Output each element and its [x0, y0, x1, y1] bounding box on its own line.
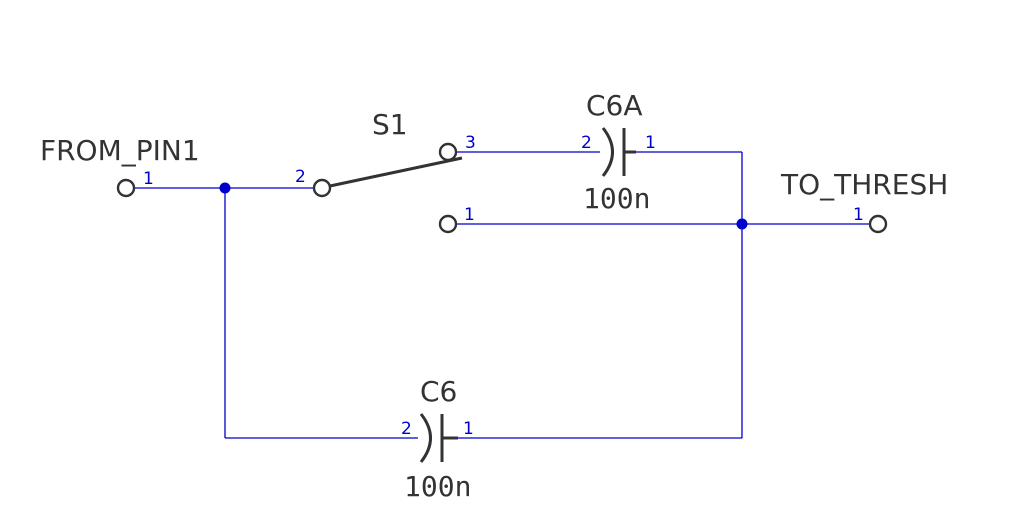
capacitor-c6[interactable]: C6 100n 2 1 — [401, 375, 474, 503]
switch-s1[interactable]: S1 2 3 1 — [295, 108, 476, 234]
port-from-pin1[interactable]: FROM_PIN1 1 — [40, 134, 200, 198]
switch-s1-common-terminal[interactable] — [312, 178, 332, 198]
switch-s1-throw-b-terminal[interactable] — [438, 214, 458, 234]
capacitor-c6a-ref: C6A — [586, 89, 643, 122]
port-to-thresh[interactable]: TO_THRESH 1 — [780, 168, 948, 234]
capacitor-c6-pin-left: 2 — [401, 419, 412, 439]
capacitor-c6a-pin-left: 2 — [581, 133, 592, 153]
capacitor-c6a-value: 100n — [583, 182, 650, 215]
port-from-pin1-name: FROM_PIN1 — [40, 134, 200, 167]
capacitor-c6-curved-plate — [419, 413, 432, 463]
junction-left — [219, 182, 231, 194]
switch-s1-pin-throw-b: 1 — [464, 205, 475, 225]
switch-s1-throw-a-terminal[interactable] — [438, 142, 458, 162]
port-to-thresh-name: TO_THRESH — [780, 168, 948, 201]
switch-s1-lever — [329, 156, 463, 188]
port-to-thresh-terminal[interactable] — [868, 214, 888, 234]
capacitor-c6a[interactable]: C6A 100n 2 1 — [581, 89, 656, 215]
port-to-thresh-pin-number: 1 — [853, 205, 864, 225]
switch-s1-ref: S1 — [372, 108, 408, 141]
capacitor-c6a-curved-plate — [601, 127, 614, 177]
switch-s1-pin-throw-a: 3 — [465, 133, 476, 153]
capacitor-c6-pin-right: 1 — [463, 419, 474, 439]
port-from-pin1-terminal[interactable] — [116, 178, 136, 198]
capacitor-c6-ref: C6 — [420, 375, 457, 408]
capacitor-c6-value: 100n — [404, 470, 471, 503]
capacitor-c6a-pin-right: 1 — [645, 133, 656, 153]
port-from-pin1-pin-number: 1 — [143, 169, 154, 189]
switch-s1-pin-common: 2 — [295, 167, 306, 187]
junction-right — [736, 218, 748, 230]
wires — [134, 151, 870, 439]
